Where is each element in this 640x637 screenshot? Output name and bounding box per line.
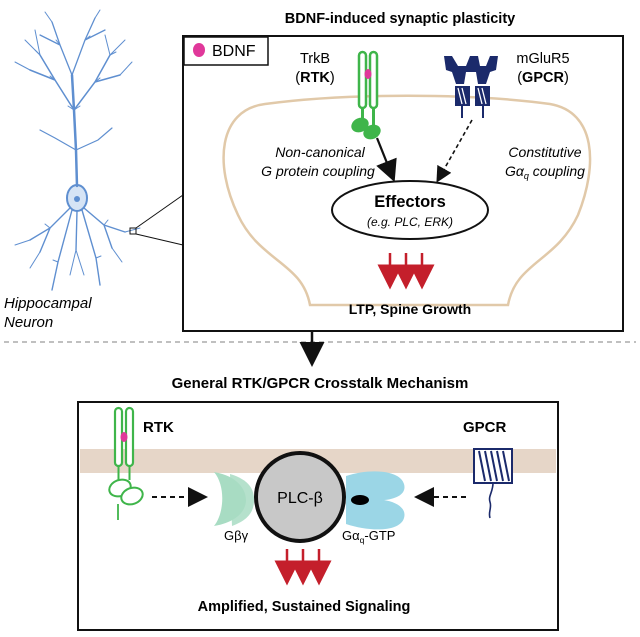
galpha-label: Gαq-GTP (342, 528, 395, 545)
left-coupling-line2: G protein coupling (261, 163, 375, 179)
zoom-region-marker (129, 227, 137, 235)
bottom-red-arrows (274, 549, 332, 586)
mglur5-name: mGluR5 (516, 51, 569, 67)
trkb-type: (RTK) (295, 70, 335, 86)
trkb-receptor-icon (351, 50, 381, 140)
gby-label: Gβγ (224, 528, 249, 543)
effectors-node (331, 180, 489, 240)
plc-beta-label: PLC-β (277, 490, 323, 507)
galpha-subunit-icon (346, 471, 405, 530)
rtk-label: RTK (143, 419, 174, 436)
top-red-arrows (377, 253, 435, 290)
gpcr-label: GPCR (463, 419, 507, 436)
mglur5-type: (GPCR) (517, 70, 569, 86)
right-coupling-line2: Gαq coupling (505, 163, 585, 181)
left-coupling-line1: Non-canonical (275, 144, 365, 160)
bottom-panel-title: General RTK/GPCR Crosstalk Mechanism (172, 375, 469, 392)
neuron-label-line1: Hippocampal (4, 295, 92, 312)
bdnf-legend: BDNF (183, 36, 269, 66)
effectors-examples: (e.g. PLC, ERK) (367, 215, 453, 229)
bottom-panel-frame (77, 401, 559, 631)
gpcr-receptor-icon (473, 448, 513, 519)
trkb-name: TrkB (300, 51, 330, 67)
rtk-receptor-icon (108, 406, 144, 520)
neuron-label-line2: Neuron (4, 314, 53, 331)
plc-beta-enzyme (254, 451, 346, 543)
mglur5-to-effectors-arrow (436, 119, 473, 183)
bdnf-ligand-icon (193, 43, 205, 57)
rtk-bound-ligand-icon (120, 432, 128, 442)
trkb-to-effectors-arrow (375, 137, 397, 183)
hippocampal-neuron-drawing (14, 9, 141, 291)
zoom-line-lower (135, 233, 184, 246)
gtp-icon (351, 495, 369, 505)
bottom-outcome-label: Amplified, Sustained Signaling (198, 599, 411, 615)
trkb-bound-bdnf-icon (364, 69, 372, 79)
top-panel-frame (182, 35, 624, 332)
zoom-line-upper (135, 194, 184, 229)
mglur5-receptor-icon (444, 56, 498, 118)
top-panel-title: BDNF-induced synaptic plasticity (285, 11, 515, 27)
bdnf-legend-label: BDNF (212, 43, 256, 60)
top-outcome-label: LTP, Spine Growth (349, 301, 471, 317)
right-coupling-line1: Constitutive (508, 144, 581, 160)
effectors-title: Effectors (374, 193, 446, 211)
